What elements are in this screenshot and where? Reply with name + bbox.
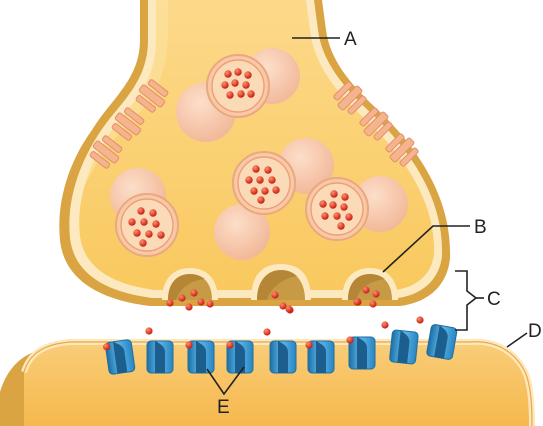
label-c: C [487,289,501,310]
vesicle [233,152,295,214]
receptor [185,341,214,373]
label-a: A [344,29,357,50]
receptor [389,330,418,365]
label-d-group: D [507,321,542,347]
receptor [346,336,375,369]
receptor [426,324,457,360]
label-e: E [217,397,230,418]
receptor [226,341,253,373]
bracket-c [455,271,476,330]
fusing-vesicles [162,264,398,314]
vesicle [207,55,269,117]
label-d: D [528,321,542,342]
leader-line-d [507,333,527,347]
vesicle [116,194,178,256]
label-c-group: C [455,271,501,330]
receptor [270,341,296,373]
receptor [147,341,173,373]
label-b: B [474,217,487,238]
vesicle [306,178,368,240]
receptor [305,341,334,373]
